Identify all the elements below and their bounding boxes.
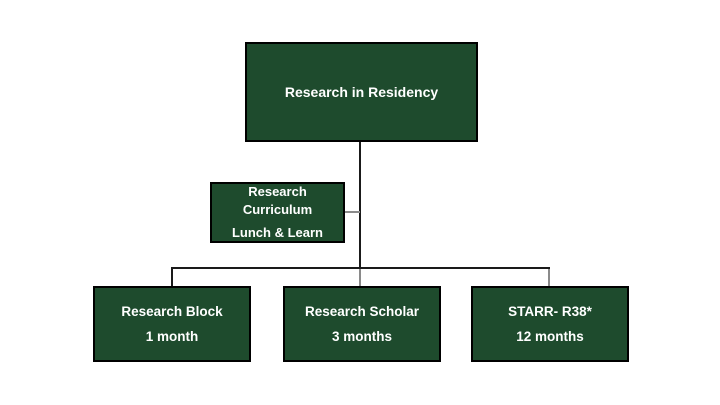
- curriculum-subtitle: Lunch & Learn: [231, 225, 323, 241]
- curriculum-title-line2: Curriculum: [242, 201, 313, 217]
- child-box-title: Research Scholar: [304, 304, 420, 319]
- child-box-duration: 12 months: [516, 329, 584, 344]
- connector-curriculum-stub: [345, 211, 360, 213]
- child-box-research-scholar: Research Scholar 3 months: [283, 286, 441, 362]
- connector-horizontal-main: [171, 267, 550, 269]
- root-box-research-in-residency: Research in Residency: [245, 42, 478, 142]
- connector-root-vertical: [359, 142, 361, 269]
- child-box-title: Research Block: [121, 304, 223, 319]
- child-box-starr-r38: STARR- R38* 12 months: [471, 286, 629, 362]
- curriculum-title-line1: Research: [248, 184, 307, 200]
- connector-left-stub: [171, 267, 173, 286]
- connector-middle-stub: [359, 269, 361, 286]
- child-box-duration: 3 months: [331, 329, 392, 344]
- child-box-title: STARR- R38*: [508, 304, 592, 319]
- connector-right-stub: [548, 269, 550, 286]
- child-box-research-block: Research Block 1 month: [93, 286, 251, 362]
- curriculum-box: Research Curriculum Lunch & Learn: [210, 182, 345, 243]
- root-box-label: Research in Residency: [284, 84, 439, 100]
- child-box-duration: 1 month: [145, 329, 199, 344]
